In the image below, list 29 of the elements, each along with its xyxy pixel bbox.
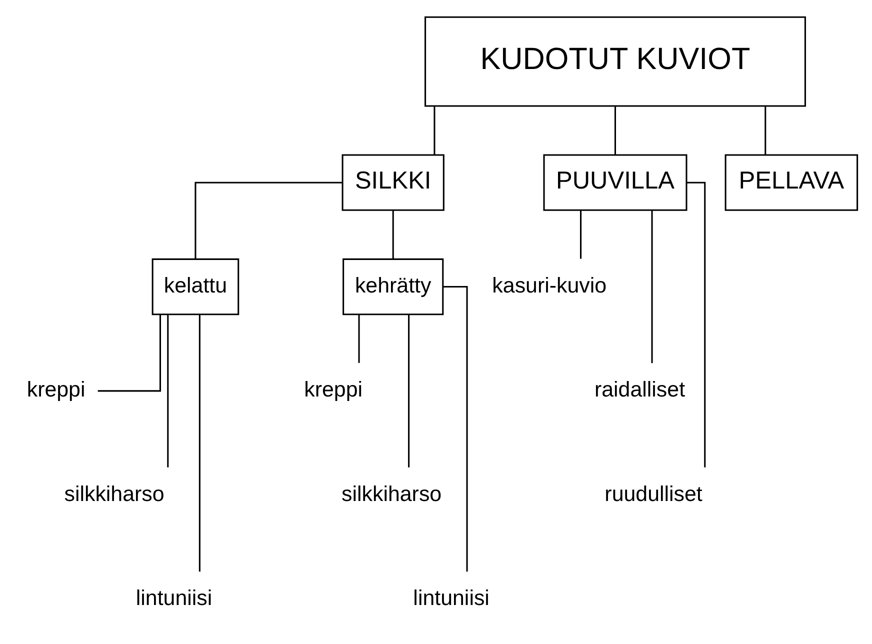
node-text: kasuri-kuvio bbox=[492, 273, 607, 298]
connector bbox=[198, 314, 200, 572]
connector bbox=[434, 106, 436, 155]
node-text: kreppi bbox=[26, 378, 86, 402]
node-text: lintuniisi bbox=[413, 586, 490, 610]
connector bbox=[194, 182, 342, 259]
connector bbox=[580, 210, 582, 259]
connector bbox=[764, 106, 766, 155]
node-box: PUUVILLA bbox=[543, 154, 688, 211]
connector bbox=[686, 182, 706, 468]
connector bbox=[392, 210, 394, 259]
node-box: kelattu bbox=[152, 258, 240, 316]
node-text: raidalliset bbox=[594, 378, 686, 402]
node-box: SILKKI bbox=[342, 154, 444, 211]
node-box: KUDOTUT KUVIOT bbox=[424, 16, 806, 107]
node-text: silkkiharso bbox=[64, 482, 164, 506]
connector bbox=[408, 314, 410, 468]
connector bbox=[98, 314, 161, 392]
node-box: PELLAVA bbox=[724, 154, 858, 211]
connector bbox=[614, 106, 616, 155]
node-box: kehrätty bbox=[342, 258, 444, 316]
connector bbox=[167, 314, 169, 468]
connector bbox=[651, 210, 653, 364]
connector bbox=[358, 314, 360, 363]
connector bbox=[443, 286, 468, 572]
node-text: silkkiharso bbox=[342, 482, 442, 506]
node-text: ruudulliset bbox=[604, 482, 702, 506]
node-text: lintuniisi bbox=[136, 586, 212, 610]
node-text: kreppi bbox=[304, 378, 363, 402]
